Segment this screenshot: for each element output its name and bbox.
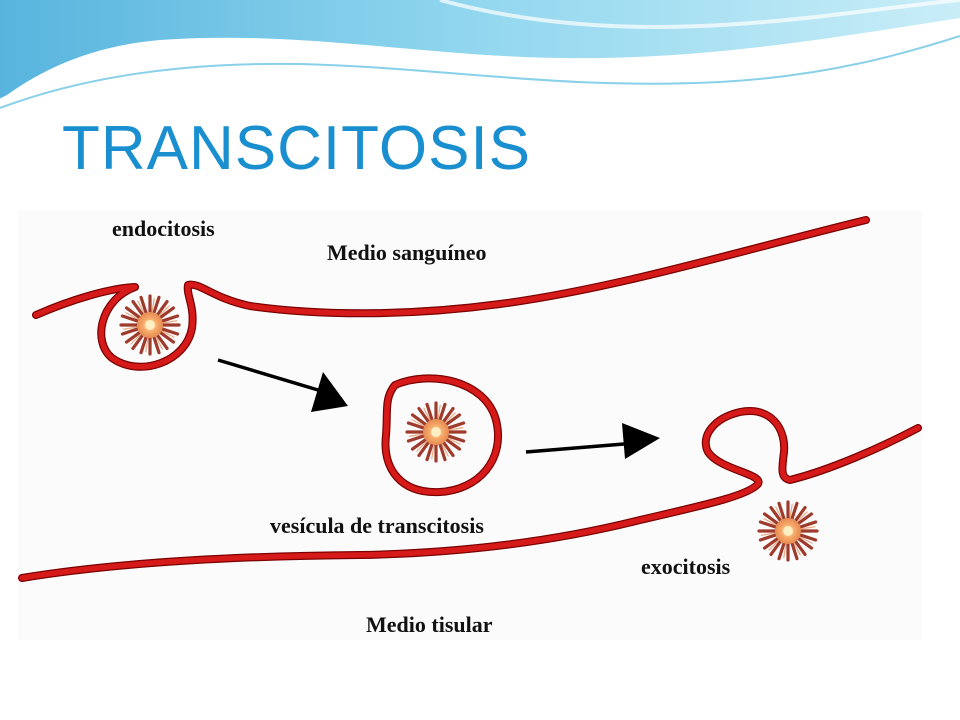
diagram-panel: [18, 210, 922, 640]
particle-endocytosis: [119, 294, 181, 356]
bottom-membrane: [18, 407, 922, 582]
label-transcytosis-vesicle: vesícula de transcitosis: [270, 513, 484, 538]
label-tissue-medium: Medio tisular: [366, 612, 493, 637]
header-wave-decoration: [0, 0, 960, 109]
arrow-2: [525, 423, 660, 459]
top-membrane: [32, 216, 870, 371]
arrow-1: [217, 358, 348, 412]
particle-vesicle: [405, 401, 467, 463]
particle-exocytosis: [757, 500, 819, 562]
label-blood-medium: Medio sanguíneo: [327, 240, 487, 265]
transcytosis-vesicle: [381, 374, 502, 497]
slide-title: TRANSCITOSIS: [62, 114, 532, 183]
label-endocytosis: endocitosis: [112, 216, 215, 241]
label-exocytosis: exocitosis: [641, 554, 731, 579]
